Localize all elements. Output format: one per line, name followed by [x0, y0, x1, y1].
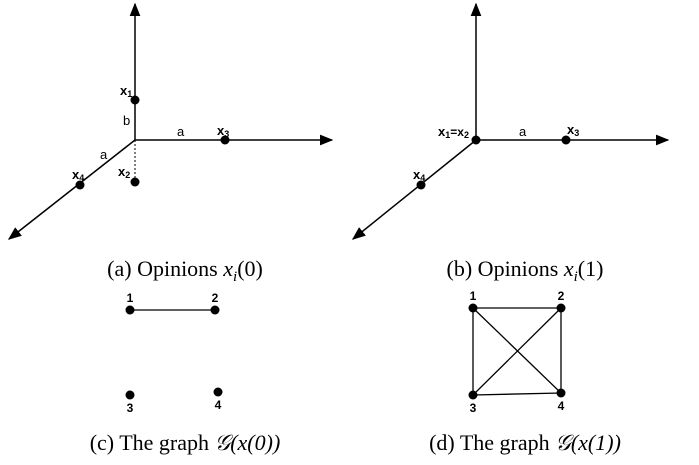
label-x2: x2 — [118, 164, 130, 180]
node-label-1: 1 — [470, 289, 477, 303]
point-x4 — [416, 180, 426, 190]
edge-2-3 — [472, 307, 562, 396]
label-x3: x3 — [567, 122, 579, 138]
caption-b: (b) Opinions xi(1) — [447, 256, 604, 285]
node-label-4: 4 — [215, 398, 222, 412]
panel-d: 1 2 3 4 (d) The graph 𝒢(x(1)) — [429, 289, 621, 455]
caption-a: (a) Opinions xi(0) — [107, 256, 263, 285]
node-3 — [125, 390, 135, 400]
point-x3 — [220, 135, 230, 145]
point-x4 — [75, 180, 85, 190]
label-a-diagonal: a — [100, 147, 108, 162]
label-a-horizontal: a — [177, 124, 185, 139]
point-x3 — [561, 135, 571, 145]
diagonal-axis — [351, 139, 477, 240]
node-2 — [210, 305, 220, 315]
label-x3: x3 — [217, 123, 229, 139]
label-b-vertical: b — [123, 113, 130, 128]
node-label-2: 2 — [212, 291, 219, 305]
label-x1-equals-x2: x1=x2 — [438, 124, 469, 140]
label-x1: x1 — [120, 83, 132, 99]
edge-3-4 — [472, 392, 562, 396]
node-1 — [468, 303, 478, 313]
panel-c: 1 2 3 4 (c) The graph 𝒢(x(0)) — [90, 291, 281, 455]
panel-b: x1=x2 x3 x4 a (b) Opinions xi(1) — [351, 2, 670, 285]
node-label-4: 4 — [558, 399, 565, 413]
graph-d: 1 2 3 4 — [468, 289, 566, 415]
node-label-3: 3 — [470, 401, 477, 415]
edge-1-4 — [472, 307, 562, 394]
label-x4: x4 — [72, 167, 84, 183]
node-label-3: 3 — [127, 401, 134, 415]
point-x2 — [130, 177, 140, 187]
diagonal-axis — [7, 139, 136, 240]
node-3 — [468, 390, 478, 400]
node-label-2: 2 — [558, 289, 565, 303]
node-2 — [556, 303, 566, 313]
label-x4: x4 — [413, 167, 425, 183]
node-4 — [556, 388, 566, 398]
graph-c: 1 2 3 4 — [125, 291, 223, 415]
node-1 — [125, 305, 135, 315]
caption-c: (c) The graph 𝒢(x(0)) — [90, 430, 281, 455]
caption-d: (d) The graph 𝒢(x(1)) — [429, 430, 621, 455]
point-x1 — [130, 95, 140, 105]
point-x1-x2 — [471, 135, 481, 145]
node-4 — [213, 387, 223, 397]
node-label-1: 1 — [127, 291, 134, 305]
panel-a: x1 x2 x3 x4 a a b (a) Opinions xi(0) — [7, 2, 334, 285]
label-a-horizontal: a — [519, 124, 527, 139]
